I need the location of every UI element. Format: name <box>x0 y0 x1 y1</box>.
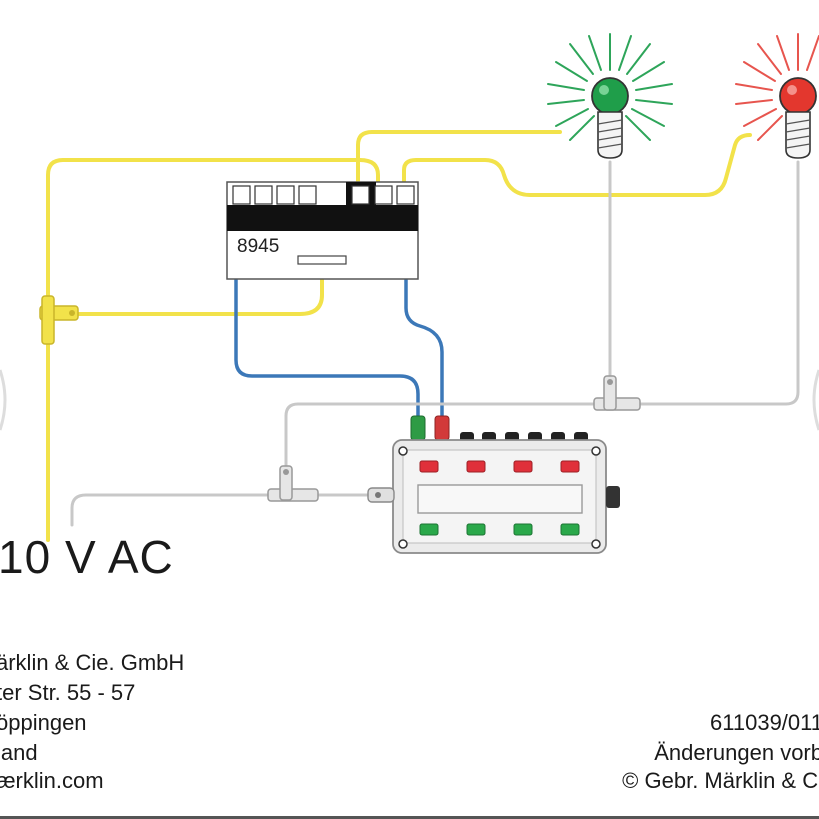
red-plug <box>434 415 450 441</box>
bottom-border <box>0 816 819 819</box>
notes-line-1: 611039/011 <box>710 710 819 735</box>
address-line-2: ter Str. 55 - 57 <box>0 680 136 705</box>
address-line-3: öppingen <box>0 710 87 735</box>
left-edge-arc <box>0 369 7 431</box>
control-panel-icon <box>367 415 620 554</box>
green-plug <box>410 415 426 441</box>
notes-line-3: © Gebr. Märklin & Ci <box>622 768 819 793</box>
notes-line-2: Änderungen vorb <box>654 740 819 765</box>
blue-wires <box>234 278 444 420</box>
right-edge-arc <box>812 369 819 431</box>
decoder-module-icon <box>226 181 419 280</box>
gray-wires <box>70 160 800 527</box>
yellow-t-connector-icon <box>39 295 79 345</box>
address-line-1: ärklin & Cie. GmbH <box>0 650 185 675</box>
address-line-5: ærklin.com <box>0 768 104 793</box>
decoder-label: 8945 <box>237 236 279 257</box>
address-line-4: land <box>0 740 38 765</box>
red-signal-lamp-icon <box>735 33 819 159</box>
voltage-label: 10 V AC <box>0 531 174 583</box>
gray-t-connector-icon <box>267 465 319 502</box>
gray-t-connector-icon <box>593 375 641 411</box>
green-signal-lamp-icon <box>547 33 673 159</box>
yellow-wires <box>46 130 752 542</box>
